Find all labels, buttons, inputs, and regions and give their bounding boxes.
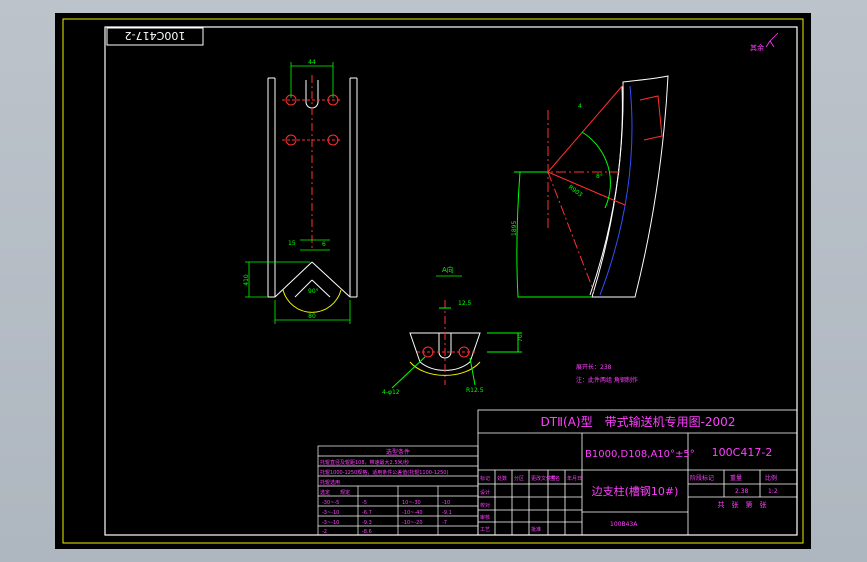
cell-3-1: -8.6 bbox=[362, 529, 372, 535]
roughness-icon bbox=[765, 32, 779, 48]
table-row-1: 托辊1000-1250规格，适用条件公差值(托辊1100-1250) bbox=[320, 469, 448, 476]
stage-label: 阶段标记 bbox=[690, 474, 714, 482]
title-drawing-no: 100C417-2 bbox=[712, 446, 773, 459]
front-view bbox=[267, 77, 358, 298]
cell-0-2: 10~-30 bbox=[402, 500, 421, 506]
col-3: 更改文件号 bbox=[531, 475, 556, 482]
outer-frame bbox=[62, 18, 804, 544]
col-4: 签名 bbox=[550, 475, 560, 482]
table-title: 选型条件 bbox=[386, 448, 410, 456]
role-4: 批准 bbox=[531, 526, 541, 533]
note-1: 展开长：238 bbox=[576, 363, 612, 371]
role-2: 审核 bbox=[480, 514, 490, 521]
dim-center: 15 bbox=[288, 240, 296, 247]
table-row-0: 托辊直径及辊距108，带速最大2.5米/秒 bbox=[320, 459, 409, 466]
cell-1-3: -9.1 bbox=[442, 510, 452, 516]
view-hole-spec: 4-φ12 bbox=[382, 389, 400, 396]
cell-2-0: -3~-10 bbox=[322, 520, 339, 526]
col-2: 分区 bbox=[514, 475, 524, 482]
role-3: 工艺 bbox=[480, 527, 490, 533]
scale-label: 比例 bbox=[765, 474, 777, 482]
selection-table bbox=[317, 445, 479, 536]
roughness-note: 其余 bbox=[750, 43, 764, 52]
cell-1-0: -3~-10 bbox=[322, 510, 339, 516]
cell-2-3: -7 bbox=[442, 520, 447, 526]
cell-2-2: -10~-20 bbox=[402, 520, 423, 526]
sheet-background bbox=[55, 13, 811, 549]
view-radius: R12.5 bbox=[466, 387, 484, 394]
title-spec: B1000,D108,A10°±5° bbox=[585, 449, 695, 460]
front-view-dims bbox=[245, 62, 351, 324]
dim-small: 6 bbox=[322, 241, 326, 248]
view-roughness: 12.5 bbox=[458, 300, 472, 307]
dim-arc-angle: 8° bbox=[596, 173, 603, 180]
title-weight: 2.38 bbox=[735, 488, 749, 495]
code-rotated: 100C417-2 bbox=[125, 29, 186, 42]
dim-chord: 4 bbox=[578, 103, 582, 110]
col-5: 年月日 bbox=[567, 475, 582, 482]
code-box bbox=[106, 27, 204, 46]
dim-arc-height: 1895 bbox=[511, 221, 518, 236]
table-row-3: 选定 规定 bbox=[320, 489, 350, 496]
dim-angle: 90° bbox=[308, 288, 319, 295]
dim-bottom-width: 80 bbox=[308, 313, 316, 320]
role-1: 校对 bbox=[480, 502, 490, 509]
cell-3-0: -2 bbox=[322, 529, 327, 535]
table-row-2: 托辊选用 bbox=[320, 479, 340, 486]
bent-view bbox=[514, 75, 669, 298]
cell-1-2: -10~-40 bbox=[402, 510, 423, 516]
view-height: 70 bbox=[517, 334, 524, 342]
cell-0-0: -30~-5 bbox=[322, 500, 339, 506]
view-label: A向 bbox=[442, 265, 454, 274]
col-0: 标记 bbox=[480, 475, 490, 482]
cell-1-1: -6.7 bbox=[362, 510, 372, 516]
front-view-holes bbox=[282, 75, 342, 250]
angle-arc bbox=[282, 289, 342, 313]
title-code: 100B43A bbox=[610, 521, 638, 528]
a-view bbox=[391, 300, 522, 389]
title-block bbox=[477, 409, 798, 536]
dim-top-width: 44 bbox=[308, 59, 316, 66]
cell-2-1: -9.3 bbox=[362, 520, 372, 526]
title-sheet: 共 张 第 张 bbox=[718, 500, 767, 509]
title-scale: 1:2 bbox=[768, 488, 778, 495]
col-1: 处数 bbox=[497, 475, 507, 482]
weight-label: 重量 bbox=[730, 474, 742, 482]
cell-0-1: -5 bbox=[362, 500, 367, 506]
note-2: 注：此件两组 角钢制作 bbox=[576, 376, 638, 384]
role-0: 设计 bbox=[480, 489, 490, 496]
title-part-name: 边支柱(槽钢10#) bbox=[592, 484, 679, 498]
dim-left-height: 410 bbox=[243, 274, 250, 286]
title-header: DTⅡ(A)型 带式输送机专用图-2002 bbox=[541, 414, 736, 429]
cell-0-3: -10 bbox=[442, 500, 450, 506]
